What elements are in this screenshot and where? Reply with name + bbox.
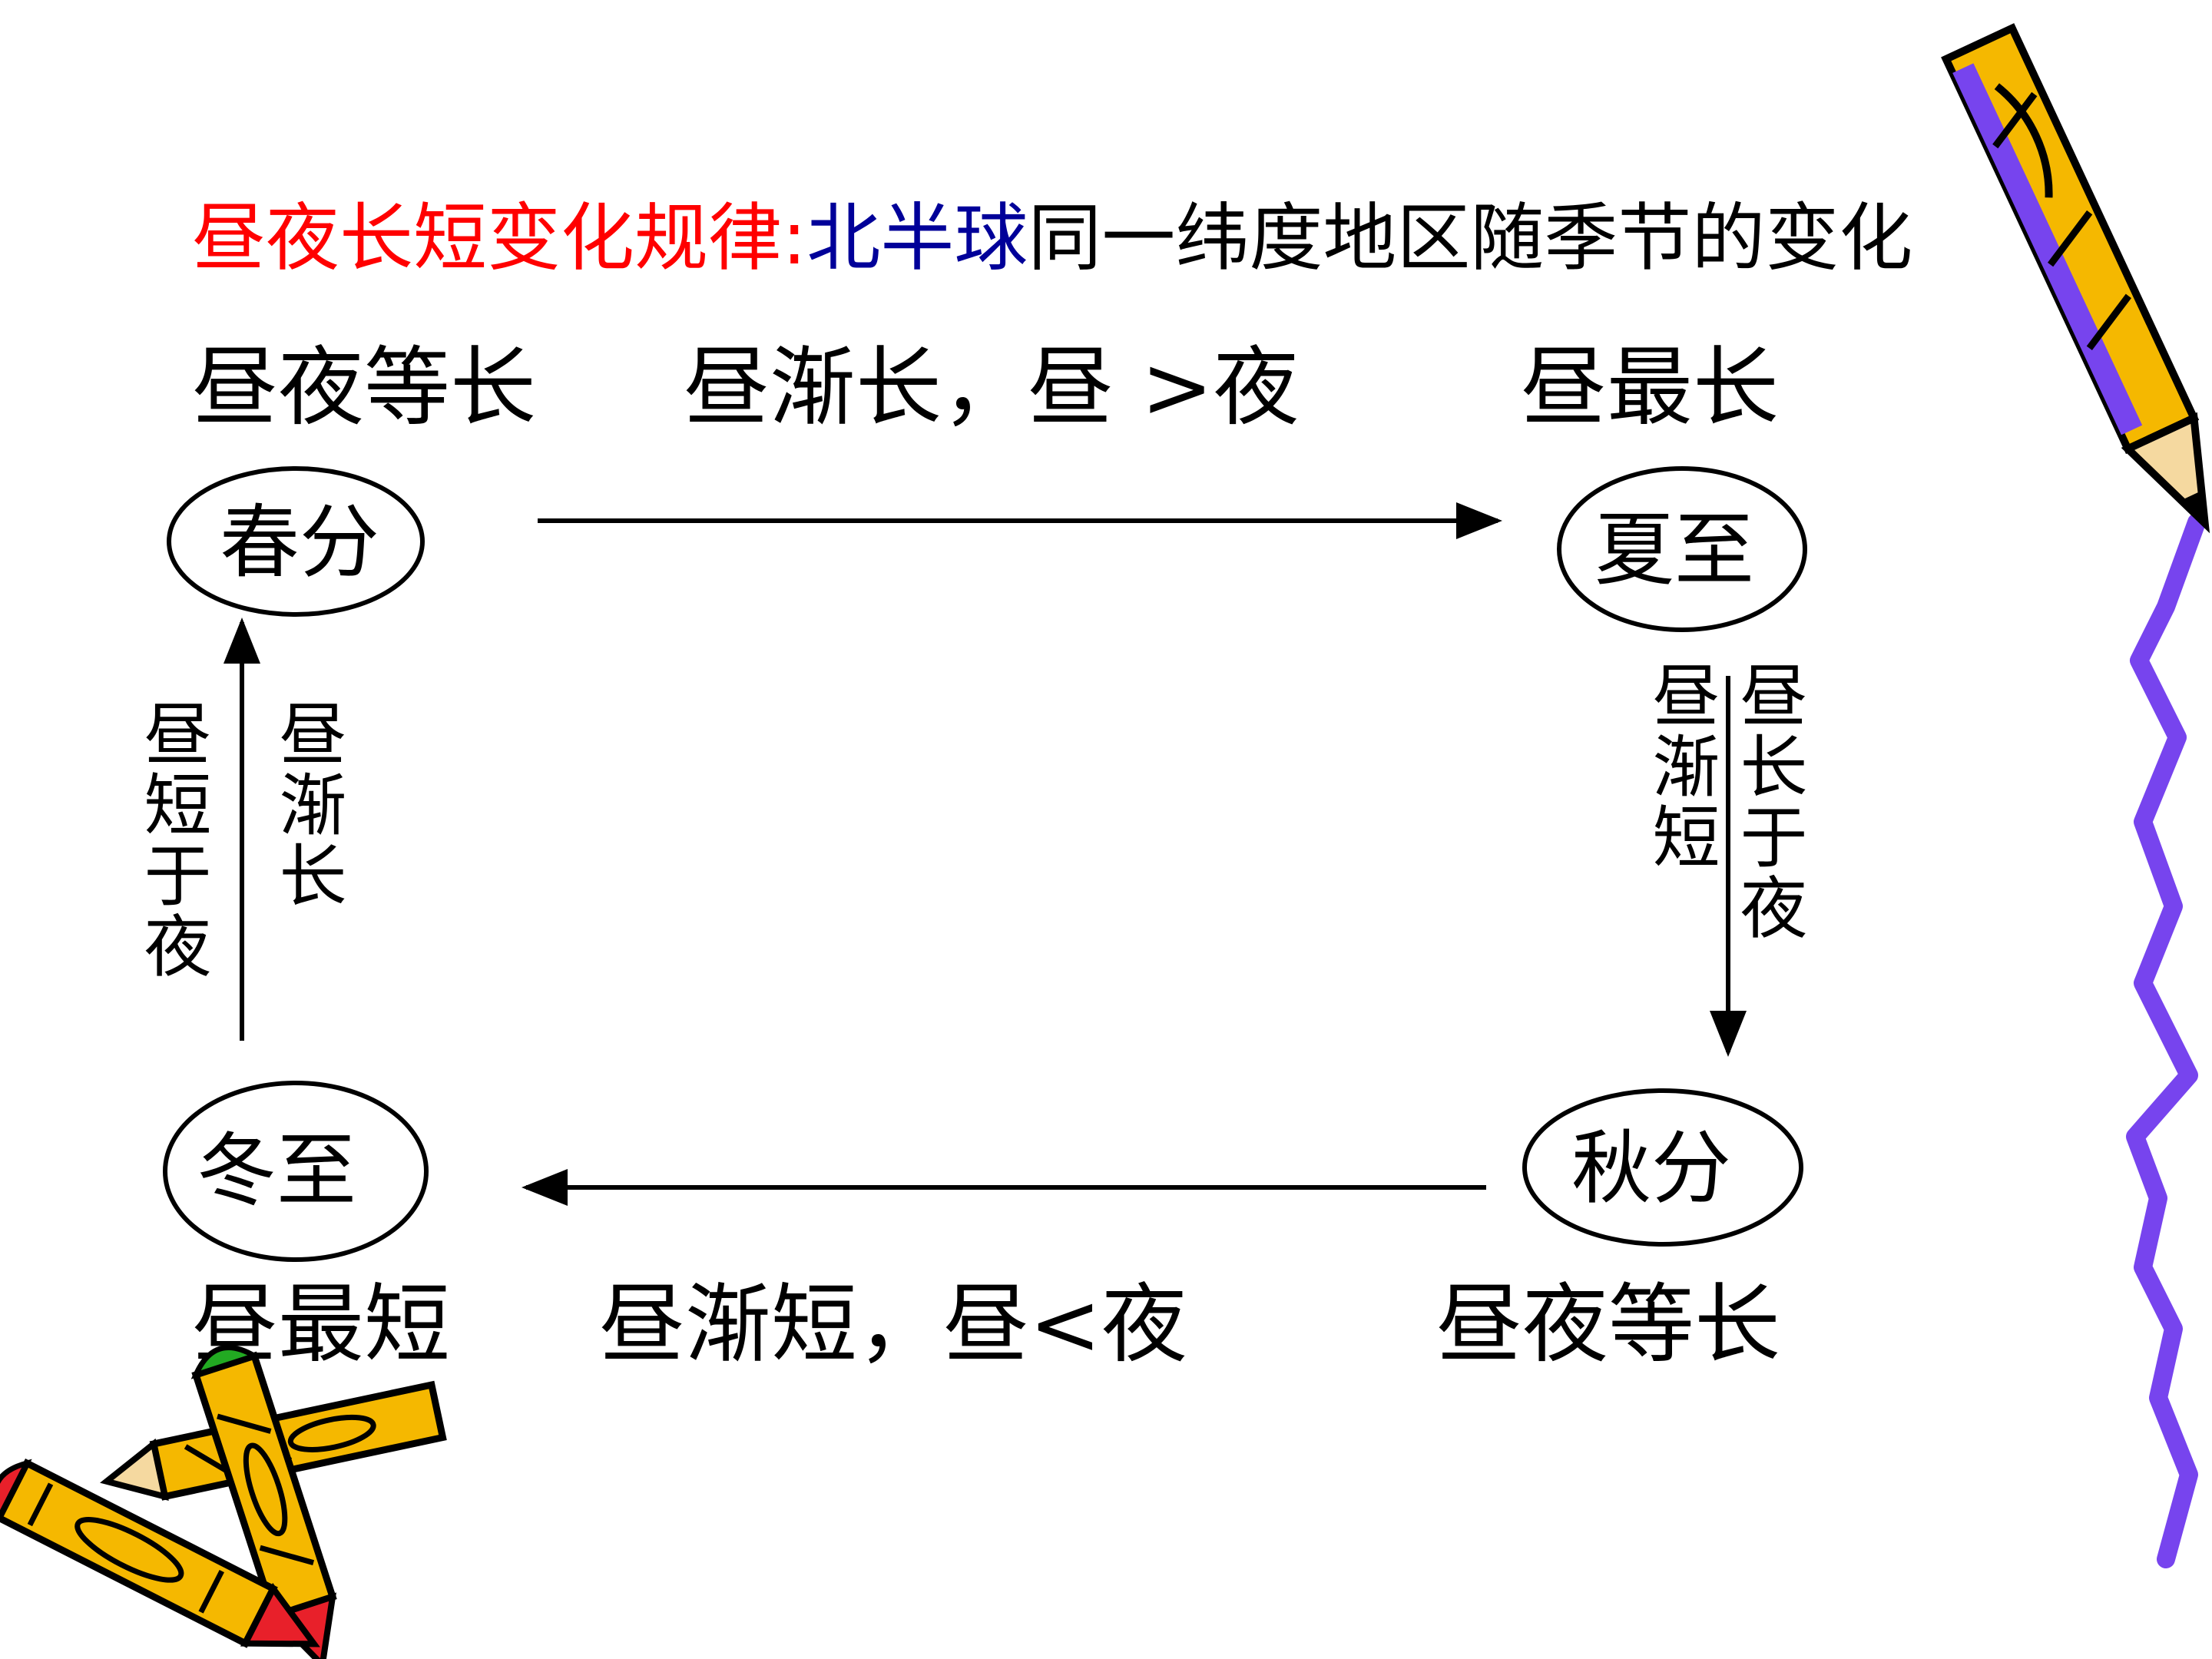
spring-node: 春分: [167, 466, 425, 617]
title-part-description: 同一纬度地区随季节的变化: [1028, 195, 1913, 281]
spring-state-label: 昼夜等长: [192, 338, 536, 438]
squiggle-line: [2126, 513, 2206, 1568]
winter-to-spring-label-2: 昼渐长: [268, 699, 347, 911]
title-part-rule: 昼夜长短变化规律:: [192, 195, 807, 281]
summer-to-autumn-label-1: 昼渐短: [1641, 661, 1720, 873]
winter-label: 冬至: [197, 1124, 356, 1217]
summer-label: 夏至: [1594, 503, 1754, 597]
summer-to-autumn-label-2: 昼长于夜: [1729, 661, 1808, 943]
title-part-hemisphere: 北半球: [806, 195, 1028, 281]
summer-state-label: 昼最长: [1521, 338, 1779, 438]
autumn-label: 秋分: [1571, 1121, 1731, 1215]
autumn-node: 秋分: [1522, 1088, 1803, 1247]
summer-node: 夏至: [1557, 466, 1807, 632]
autumn-state-label: 昼夜等长: [1436, 1275, 1780, 1375]
autumn-to-winter-label: 昼渐短，昼<夜: [599, 1275, 1187, 1375]
winter-to-spring-label-1: 昼短于夜: [133, 699, 212, 982]
winter-node: 冬至: [163, 1081, 429, 1262]
pencil-icon: [1941, 23, 2210, 534]
spring-to-summer-label: 昼渐长，昼 >夜: [684, 338, 1300, 438]
page-title: 昼夜长短变化规律:北半球同一纬度地区随季节的变化: [192, 192, 1912, 284]
crayon-icon: [0, 1458, 320, 1648]
spring-label: 春分: [220, 495, 379, 589]
